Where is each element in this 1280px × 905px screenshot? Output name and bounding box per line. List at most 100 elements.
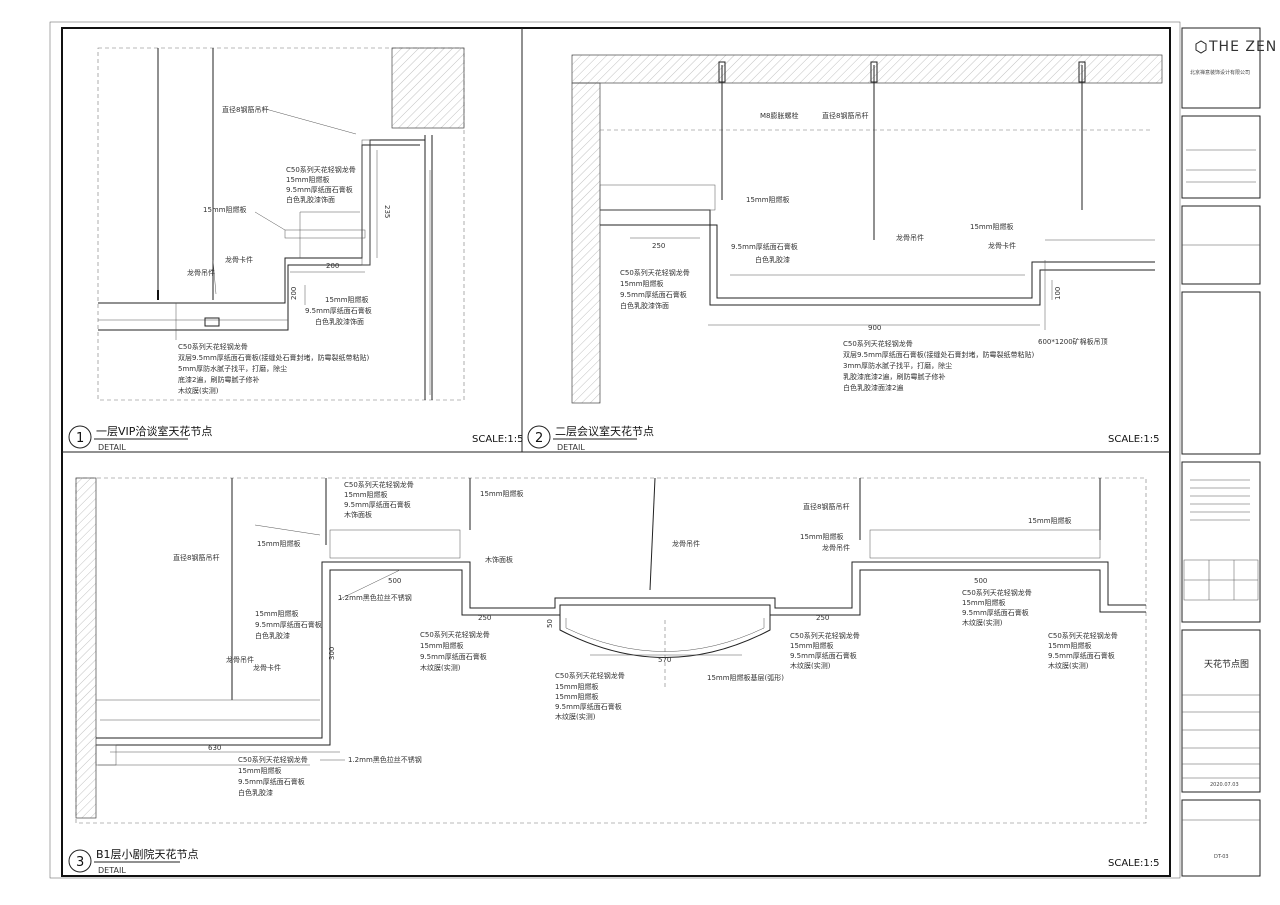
d1-note-1: C50系列天花轻钢龙骨	[178, 342, 248, 351]
d1-dim-235: 235	[383, 205, 391, 218]
d3-label-board-rrr: 15mm阻燃板	[1048, 641, 1092, 650]
tb-blank-cell	[1181, 291, 1261, 455]
d3-dim-570: 570	[658, 656, 671, 664]
d3-label-board-rr2: 15mm阻燃板	[962, 598, 1006, 607]
d2-dim-100: 100	[1054, 287, 1062, 300]
d3-label-gypsum-mid: 9.5mm厚纸面石膏板	[255, 620, 322, 629]
detail-2-slab	[571, 54, 1163, 84]
d2-label-bolt: M8膨胀螺栓	[760, 111, 799, 120]
d3-label-wood-r: 木纹膜(实测)	[790, 661, 831, 670]
detail-3-wall	[75, 477, 97, 819]
d3-label-board-mid: 15mm阻燃板	[255, 609, 299, 618]
d3-label-keel-top: C50系列天花轻钢龙骨	[344, 480, 414, 489]
sheet-border-outer	[49, 21, 1181, 879]
d1-label-keel-a: C50系列天花轻钢龙骨	[286, 165, 356, 174]
d3-label-hang-a: 龙骨吊件	[226, 655, 254, 664]
d2-label-panel: 600*1200矿棉板吊顶	[1038, 337, 1108, 346]
d3-label-board-r2: 15mm阻燃板	[790, 641, 834, 650]
d3-dim-250a: 250	[478, 614, 491, 622]
d1-note-4: 底漆2遍，刷防霉腻子修补	[178, 375, 259, 384]
d1-number-circle	[68, 425, 92, 449]
tb-logo-cell	[1181, 27, 1261, 109]
d1-label-paint-a: 白色乳胶漆饰面	[286, 195, 335, 204]
d3-label-hanger-r: 直径8钢筋吊杆	[803, 502, 849, 511]
detail-1-slab	[391, 47, 465, 129]
tb-sheetno-cell	[1181, 799, 1261, 877]
d3-scale: SCALE:1:5	[1108, 858, 1160, 869]
d3-label-keel-c: C50系列天花轻钢龙骨	[555, 671, 625, 680]
d1-label-board-c: 15mm阻燃板	[325, 295, 369, 304]
d3-dim-630: 630	[208, 744, 221, 752]
d3-label-wood-c: 木纹膜(实测)	[555, 712, 596, 721]
d3-label-board-rr: 15mm阻燃板	[1028, 516, 1072, 525]
d3-label-board-r: 15mm阻燃板	[800, 532, 844, 541]
d2-dim-250: 250	[652, 242, 665, 250]
d3-label-strip: 1.2mm黑色拉丝不锈钢	[338, 593, 412, 602]
d3-dim-50: 50	[546, 619, 554, 628]
d3-label-board-mid2: 15mm阻燃板	[420, 641, 464, 650]
tb-title-cell	[1181, 629, 1261, 793]
d3-label-hang-b: 龙骨卡件	[253, 663, 281, 672]
d1-scale: SCALE:1:5	[472, 434, 524, 445]
d2-number-circle	[527, 425, 551, 449]
d3-label-gypsum-rr: 9.5mm厚纸面石膏板	[962, 608, 1029, 617]
d2-dim-900: 900	[868, 324, 881, 332]
d1-note-2: 双层9.5mm厚纸面石膏板(接缝处石膏封堵，防霉裂纸带粘贴)	[178, 353, 370, 362]
d3-label-strip2: 1.2mm黑色拉丝不锈钢	[348, 755, 422, 764]
d3-label-keel-rr: C50系列天花轻钢龙骨	[962, 588, 1032, 597]
d2-label-hang-b: 龙骨卡件	[988, 241, 1016, 250]
tb-company: 北京禅意装饰设计有限公司	[1190, 69, 1250, 76]
d1-subtitle: DETAIL	[98, 443, 126, 452]
title-block: THE ZEN 北京禅意装饰设计有限公司 天花节点图 2020.07.03 DT…	[1181, 27, 1277, 877]
d3-label-wood-mid: 木纹膜(实测)	[420, 663, 461, 672]
d1-label-hang-a: 龙骨吊件	[187, 268, 215, 277]
d2-label-gypsum-a: 9.5mm厚纸面石膏板	[731, 242, 798, 251]
d2-note-1: C50系列天花轻钢龙骨	[843, 339, 913, 348]
d3-label-keel-mid: C50系列天花轻钢龙骨	[420, 630, 490, 639]
tb-sheet-title: 天花节点图	[1204, 658, 1249, 670]
tb-date: 2020.07.03	[1210, 782, 1239, 788]
d1-label-board-a: 15mm阻燃板	[286, 175, 330, 184]
d1-label-gypsum-a: 9.5mm厚纸面石膏板	[286, 185, 353, 194]
d3-label-keel-rrr: C50系列天花轻钢龙骨	[1048, 631, 1118, 640]
d3-dim-300: 300	[328, 647, 336, 660]
d1-note-5: 木纹膜(实测)	[178, 386, 219, 395]
d1-dim-200b: 200	[290, 287, 298, 300]
d2-label-board-b: 15mm阻燃板	[970, 222, 1014, 231]
d3-label-board-l: 15mm阻燃板	[257, 539, 301, 548]
detail-1-frame	[97, 47, 465, 401]
hexagon-logo-icon	[1195, 40, 1207, 54]
d3-label-board-bl: 15mm阻燃板	[238, 766, 282, 775]
d1-label-hang-b: 龙骨卡件	[225, 255, 253, 264]
d2-number: 2	[535, 431, 543, 446]
d3-label-hang-c: 龙骨吊件	[672, 539, 700, 548]
d3-label-hang-d: 龙骨吊件	[822, 543, 850, 552]
d3-dim-500a: 500	[388, 577, 401, 585]
d3-label-board-top2: 15mm阻燃板	[480, 489, 524, 498]
tb-brand: THE ZEN	[1208, 39, 1277, 55]
d3-label-paint-mid: 白色乳胶漆	[255, 631, 290, 640]
d2-note-4: 乳胶漆底漆2遍，刷防霉腻子修补	[843, 372, 945, 381]
d3-label-keel-r: C50系列天花轻钢龙骨	[790, 631, 860, 640]
d2-label-paint-c: 白色乳胶漆饰面	[620, 301, 669, 310]
detail-2: M8膨胀螺栓 直径8钢筋吊杆 15mm阻燃板 9.5mm厚纸面石膏板 白色乳胶漆…	[527, 54, 1163, 452]
d3-number-circle	[68, 849, 92, 873]
detail-1: 直径8钢筋吊杆 C50系列天花轻钢龙骨 15mm阻燃板 9.5mm厚纸面石膏板 …	[68, 47, 524, 452]
d1-title: 一层VIP洽谈室天花节点	[96, 424, 212, 438]
d1-label-gypsum-c: 9.5mm厚纸面石膏板	[305, 306, 372, 315]
d3-label-board-top: 15mm阻燃板	[344, 490, 388, 499]
d3-label-gypsum-rrr: 9.5mm厚纸面石膏板	[1048, 651, 1115, 660]
d2-label-board-c: 15mm阻燃板	[620, 279, 664, 288]
d3-label-gypsum-mid2: 9.5mm厚纸面石膏板	[420, 652, 487, 661]
d3-label-keel-bl: C50系列天花轻钢龙骨	[238, 755, 308, 764]
d2-note-3: 3mm厚防水腻子找平，打磨，除尘	[843, 361, 952, 370]
d3-label-hanger-l: 直径8钢筋吊杆	[173, 553, 219, 562]
d1-label-hanger: 直径8钢筋吊杆	[222, 105, 268, 114]
d2-subtitle: DETAIL	[557, 443, 585, 452]
detail-3: 直径8钢筋吊杆 C50系列天花轻钢龙骨 15mm阻燃板 9.5mm厚纸面石膏板 …	[68, 477, 1160, 875]
d3-dim-500b: 500	[974, 577, 987, 585]
tb-notes-cell	[1181, 461, 1261, 623]
d3-label-board-c1: 15mm阻燃板	[555, 682, 599, 691]
d1-label-paint-c: 白色乳胶漆饰面	[315, 317, 364, 326]
